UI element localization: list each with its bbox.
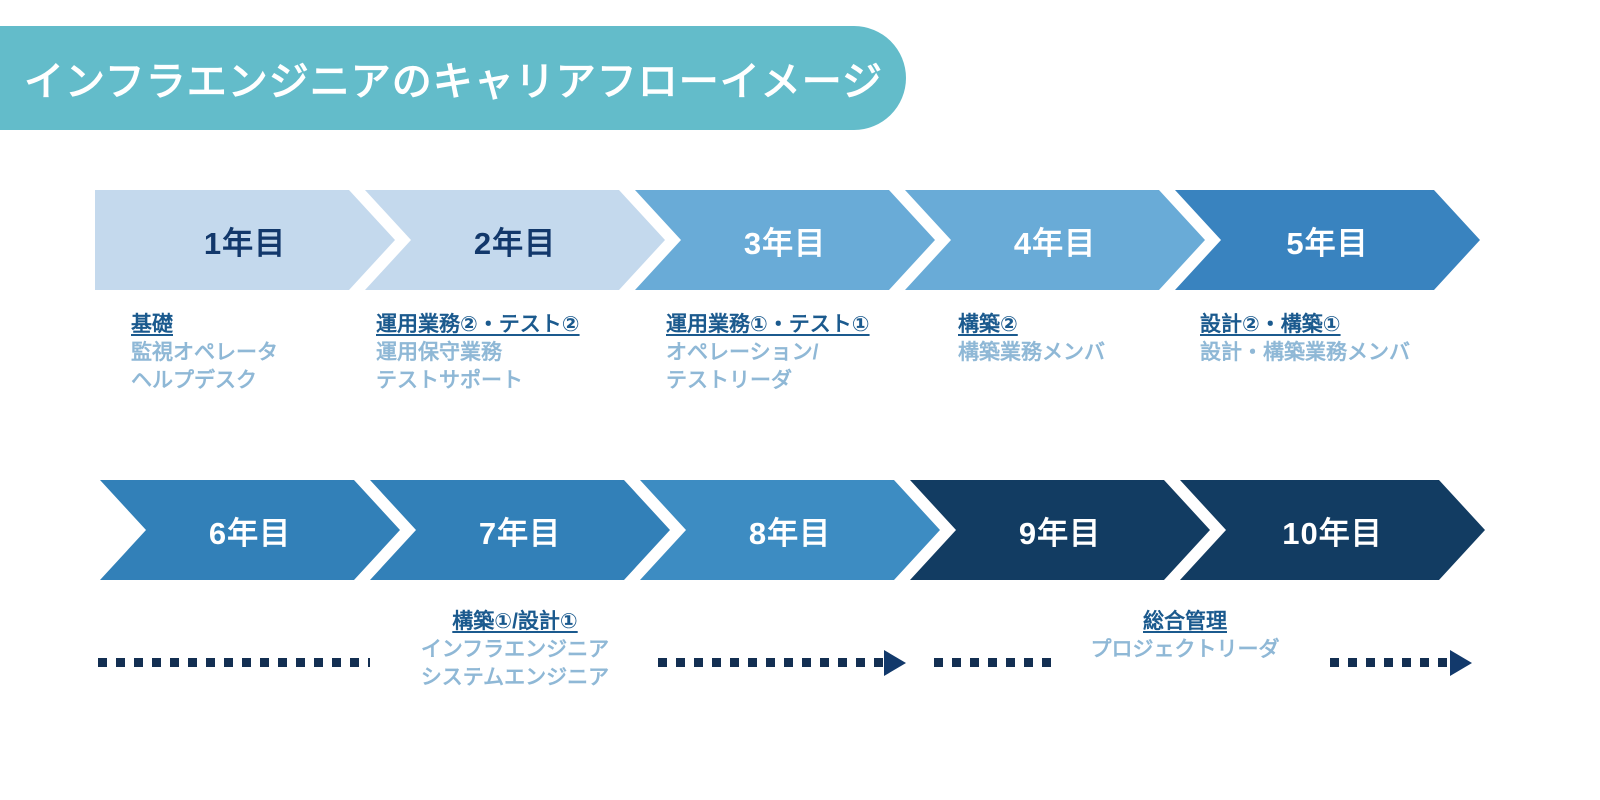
- caption-line: 監視オペレータ: [131, 341, 278, 365]
- step-year-10[interactable]: 10年目: [1180, 480, 1485, 580]
- step-label: 2年目: [473, 225, 557, 261]
- caption-line: テストリーダ: [666, 369, 792, 393]
- caption-line: テストサポート: [376, 369, 523, 393]
- step-year-7[interactable]: 7年目: [370, 480, 670, 580]
- timeline-row-2: 6年目 7年目 8年目 9年目 10年目: [0, 480, 1600, 580]
- caption-line: ヘルプデスク: [131, 369, 257, 393]
- caption-year-1: 基礎 監視オペレータ ヘルプデスク: [131, 311, 278, 395]
- caption-line: 運用保守業務: [376, 341, 502, 365]
- caption-heading: 運用業務②・テスト②: [376, 313, 580, 336]
- caption-heading: 総合管理: [1143, 610, 1227, 633]
- step-label: 3年目: [743, 225, 827, 261]
- caption-heading: 構築②: [958, 313, 1018, 336]
- step-year-1[interactable]: 1年目: [95, 190, 395, 290]
- step-year-8[interactable]: 8年目: [640, 480, 940, 580]
- step-label: 6年目: [208, 515, 292, 551]
- step-label: 4年目: [1013, 225, 1097, 261]
- caption-line: 設計・構築業務メンバ: [1200, 341, 1410, 365]
- caption-line: インフラエンジニア: [420, 638, 610, 662]
- caption-heading: 設計②・構築①: [1200, 313, 1341, 336]
- dotted-connector-2: [658, 658, 886, 667]
- step-label: 8年目: [748, 515, 832, 551]
- step-label: 10年目: [1282, 515, 1383, 551]
- caption-year-9: 総合管理 プロジェクトリーダ: [1060, 608, 1310, 664]
- caption-line: 構築業務メンバ: [958, 341, 1105, 365]
- caption-heading: 運用業務①・テスト①: [666, 313, 870, 336]
- step-label: 5年目: [1286, 225, 1369, 261]
- step-year-5[interactable]: 5年目: [1175, 190, 1480, 290]
- dotted-connector-3: [934, 658, 1052, 667]
- caption-line: プロジェクトリーダ: [1090, 638, 1280, 662]
- flow-arrowhead-1: [884, 650, 906, 676]
- dotted-connector-4: [1330, 658, 1452, 667]
- caption-year-3: 運用業務①・テスト① オペレーション/ テストリーダ: [666, 311, 870, 395]
- step-label: 1年目: [203, 225, 287, 261]
- caption-heading: 構築①/設計①: [452, 610, 578, 633]
- dotted-connector-1: [98, 658, 370, 667]
- step-year-2[interactable]: 2年目: [365, 190, 665, 290]
- step-year-9[interactable]: 9年目: [910, 480, 1210, 580]
- step-label: 7年目: [478, 515, 562, 551]
- title-banner: インフラエンジニアのキャリアフローイメージ: [0, 26, 906, 130]
- step-year-6[interactable]: 6年目: [100, 480, 400, 580]
- caption-line: システムエンジニア: [420, 666, 610, 690]
- step-year-3[interactable]: 3年目: [635, 190, 935, 290]
- caption-year-4: 構築② 構築業務メンバ: [958, 311, 1105, 367]
- caption-line: オペレーション/: [666, 341, 819, 365]
- flow-arrowhead-2: [1450, 650, 1472, 676]
- page-title: インフラエンジニアのキャリアフローイメージ: [24, 60, 883, 104]
- step-label: 9年目: [1018, 515, 1102, 551]
- caption-heading: 基礎: [131, 313, 173, 336]
- caption-year-2: 運用業務②・テスト② 運用保守業務 テストサポート: [376, 311, 580, 395]
- timeline-row-1: 1年目 2年目 3年目 4年目 5年目: [0, 190, 1600, 290]
- step-year-4[interactable]: 4年目: [905, 190, 1205, 290]
- caption-year-7: 構築①/設計① インフラエンジニア システムエンジニア: [385, 608, 645, 692]
- caption-year-5: 設計②・構築① 設計・構築業務メンバ: [1200, 311, 1410, 367]
